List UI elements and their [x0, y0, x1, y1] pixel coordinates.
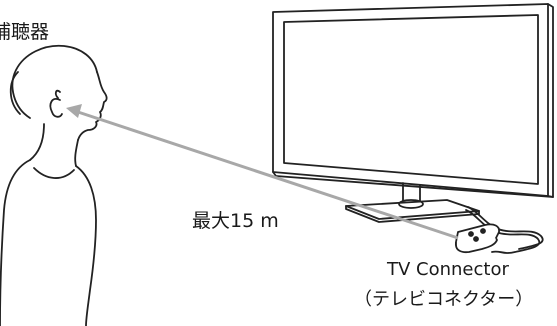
connector-reading-label: （テレビコネクター）	[354, 289, 534, 310]
connector-name-label: TV Connector	[387, 259, 509, 280]
tv-connector-icon	[455, 223, 500, 254]
signal-line	[66, 104, 459, 240]
hearing-aid-label: 補聴器	[0, 21, 50, 43]
woman-profile-icon	[0, 44, 108, 326]
distance-label: 最大15 m	[192, 210, 279, 232]
tv-icon	[272, 3, 554, 254]
